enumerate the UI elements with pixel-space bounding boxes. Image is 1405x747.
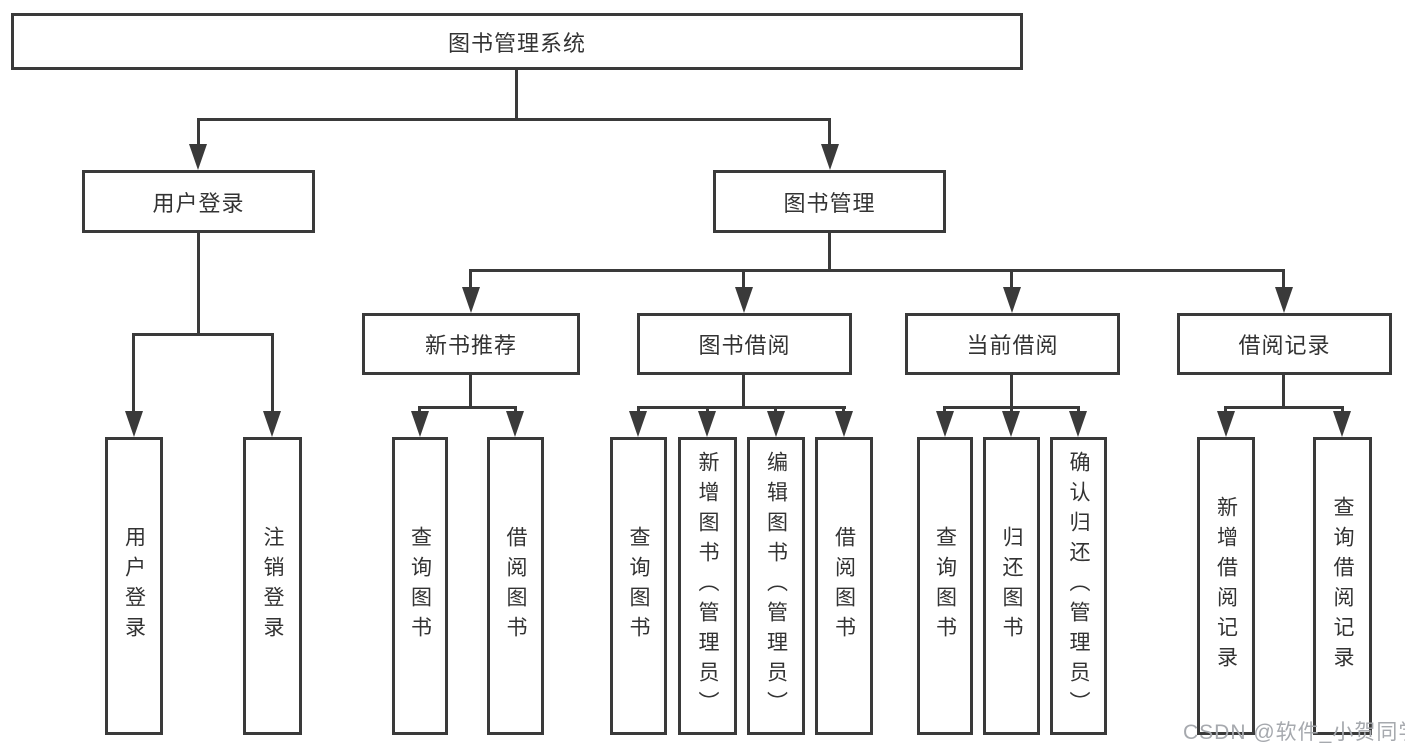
connector-hline: [1225, 406, 1344, 409]
node-return-books: 归还图书: [983, 437, 1040, 735]
node-add-books-admin: 新增图书（管理员）: [678, 437, 737, 735]
connector-drop-line: [418, 406, 421, 415]
arrow-head-icon: [936, 411, 954, 437]
node-user-login-action: 用户登录: [105, 437, 163, 735]
node-new-book-recommend: 新书推荐: [362, 313, 580, 375]
connector-drop-line: [132, 333, 135, 411]
connector-drop-line: [1282, 269, 1285, 289]
connector-stem: [828, 233, 831, 271]
connector-drop-line: [706, 406, 709, 415]
node-borrow-books-recommend: 借阅图书: [487, 437, 544, 735]
connector-hline: [419, 406, 517, 409]
connector-drop-line: [197, 118, 200, 146]
node-edit-books-admin: 编辑图书（管理员）: [747, 437, 805, 735]
node-borrow-books-borrowing: 借阅图书: [815, 437, 873, 735]
connector-drop-line: [637, 406, 640, 415]
connector-drop-line: [1224, 406, 1227, 415]
connector-root-trunk: [515, 69, 518, 120]
connector-stem: [1010, 375, 1013, 408]
connector-hline: [637, 406, 846, 409]
arrow-head-icon: [1069, 411, 1087, 437]
arrow-head-icon: [462, 287, 480, 313]
node-current-borrowing: 当前借阅: [905, 313, 1120, 375]
connector-level1-hline: [197, 118, 831, 121]
arrow-head-icon: [735, 287, 753, 313]
connector-drop-line: [1077, 406, 1080, 415]
connector-drop-line: [1341, 406, 1344, 415]
arrow-head-icon: [835, 411, 853, 437]
node-confirm-return-admin: 确认归还（管理员）: [1050, 437, 1107, 735]
node-book-borrowing: 图书借阅: [637, 313, 852, 375]
node-user-login: 用户登录: [82, 170, 315, 233]
arrow-head-icon: [821, 144, 839, 170]
connector-level3-hline: [470, 269, 1285, 272]
connector-drop-line: [742, 269, 745, 289]
connector-hline: [133, 333, 274, 336]
node-borrowing-records: 借阅记录: [1177, 313, 1392, 375]
node-query-borrow-record: 查询借阅记录: [1313, 437, 1372, 735]
arrow-head-icon: [125, 411, 143, 437]
node-query-books-recommend: 查询图书: [392, 437, 448, 735]
arrow-head-icon: [1333, 411, 1351, 437]
node-add-borrow-record: 新增借阅记录: [1197, 437, 1255, 735]
arrow-head-icon: [1002, 411, 1020, 437]
connector-drop-line: [828, 118, 831, 146]
node-root-system: 图书管理系统: [11, 13, 1023, 70]
node-logout-action: 注销登录: [243, 437, 302, 735]
node-book-management: 图书管理: [713, 170, 946, 233]
arrow-head-icon: [411, 411, 429, 437]
connector-drop-line: [943, 406, 946, 415]
connector-drop-line: [514, 406, 517, 415]
connector-drop-line: [1010, 269, 1013, 289]
connector-stem: [469, 375, 472, 408]
connector-drop-line: [774, 406, 777, 415]
connector-stem: [1282, 375, 1285, 408]
arrow-head-icon: [698, 411, 716, 437]
connector-drop-line: [1010, 406, 1013, 415]
arrow-head-icon: [629, 411, 647, 437]
connector-stem: [197, 233, 200, 335]
connector-drop-line: [469, 269, 472, 289]
arrow-head-icon: [506, 411, 524, 437]
connector-drop-line: [842, 406, 845, 415]
node-query-books-borrowing: 查询图书: [610, 437, 667, 735]
node-query-books-current: 查询图书: [917, 437, 973, 735]
connector-drop-line: [271, 333, 274, 411]
arrow-head-icon: [263, 411, 281, 437]
connector-stem: [742, 375, 745, 408]
arrow-head-icon: [1003, 287, 1021, 313]
arrow-head-icon: [767, 411, 785, 437]
arrow-head-icon: [1217, 411, 1235, 437]
arrow-head-icon: [189, 144, 207, 170]
arrow-head-icon: [1275, 287, 1293, 313]
csdn-watermark: CSDN @软件_小贺同学: [1183, 721, 1405, 744]
